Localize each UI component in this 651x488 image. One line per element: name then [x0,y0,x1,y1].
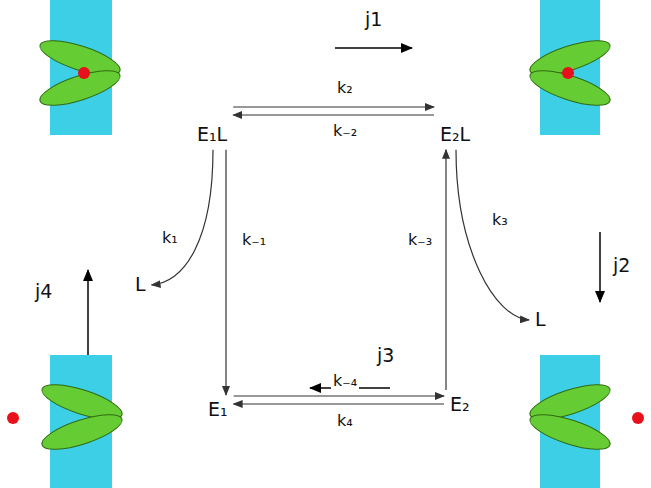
rate-constant: k₃ [490,211,510,229]
membrane-state [526,0,613,135]
rate-constant: k₋₂ [331,122,359,140]
rate-arrow [233,106,434,107]
state-label: E₁L [194,123,230,147]
rate-arrow [233,114,434,115]
rate-constant: k₋₄ [331,372,359,390]
flux-arrow [599,232,601,302]
rate-arrow [234,403,444,404]
rate-constant: k₋₁ [240,231,268,249]
rate-constant: k₁ [160,229,180,247]
rate-constant: k₋₃ [406,231,434,249]
rate-arrow [456,150,529,320]
flux-label: j4 [33,281,54,303]
state-label: L [132,273,149,297]
state-label: E₂ [447,393,473,417]
state-label: E₁ [205,398,231,422]
state-text: E₂L [440,124,470,146]
membrane-state [7,355,126,488]
rate-arrow [152,150,213,285]
state-text: E₁ [208,399,228,421]
rate-arrow [225,150,226,395]
flux-arrow [335,47,412,49]
rate-constant: k₂ [335,79,355,97]
membrane-state [36,0,123,135]
state-label: E₂L [437,123,473,147]
flux-label: j3 [375,345,396,367]
state-text: E₁L [197,124,227,146]
membrane-state [526,355,644,488]
state-text: E₂ [450,394,470,416]
state-text: L [535,309,546,331]
flux-label: j1 [363,9,384,31]
flux-arrow [87,270,89,355]
rate-arrow [234,395,444,396]
flux-label: j2 [611,255,632,277]
rate-constant: k₄ [335,412,355,430]
rate-arrow [445,150,446,390]
state-label: L [532,308,549,332]
state-text: L [135,274,146,296]
